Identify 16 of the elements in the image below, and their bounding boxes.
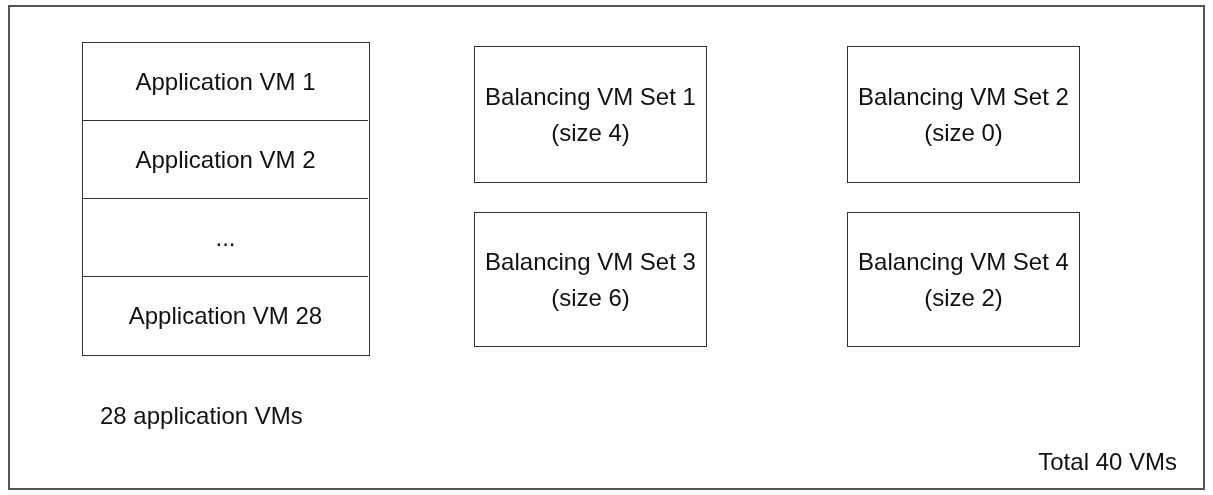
node-label: Balancing VM Set 2 (size 0) xyxy=(857,81,1070,148)
node-label: Application VM 28 xyxy=(127,300,324,331)
stack-box xyxy=(82,42,370,356)
node-label: ... xyxy=(214,222,237,253)
total-label: Total 40 VMs xyxy=(1038,447,1177,477)
node-label: Balancing VM Set 4 (size 2) xyxy=(857,246,1070,313)
frame-box xyxy=(8,5,1205,490)
node-label: Application VM 1 xyxy=(134,66,317,97)
process-box xyxy=(847,46,1080,183)
node-label: Balancing VM Set 3 (size 6) xyxy=(484,246,697,313)
caption-text: 28 application VMs xyxy=(100,401,303,431)
process-box xyxy=(474,212,707,347)
node-label: Application VM 2 xyxy=(134,144,317,175)
process-box xyxy=(474,46,707,183)
node-label: Balancing VM Set 1 (size 4) xyxy=(484,81,697,148)
process-box xyxy=(847,212,1080,347)
